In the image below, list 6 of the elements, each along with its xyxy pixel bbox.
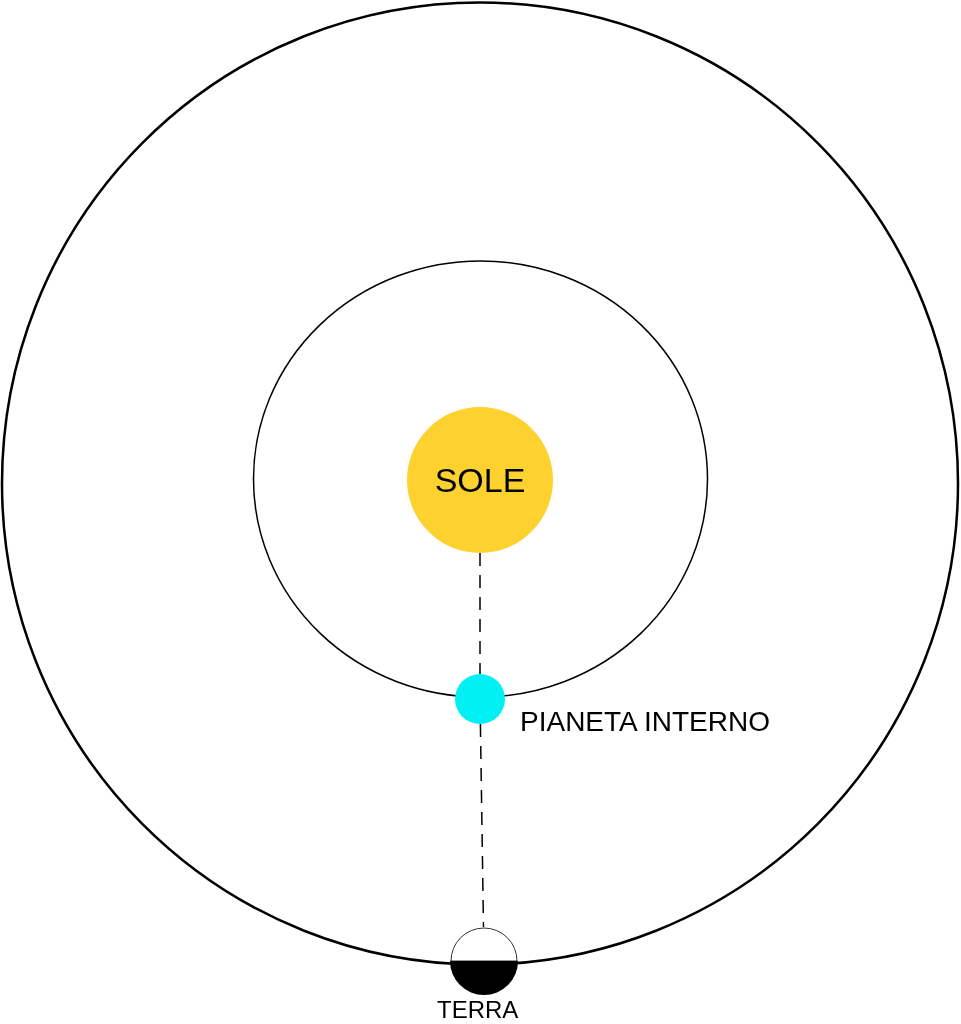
dashed-line (479, 552, 481, 675)
earth-symbol (450, 927, 518, 995)
planet-label: PIANETA INTERNO (520, 708, 770, 736)
dashed-line (479, 723, 485, 928)
sun-label: SOLE (434, 463, 526, 497)
earth-label: TERRA (437, 998, 519, 1022)
